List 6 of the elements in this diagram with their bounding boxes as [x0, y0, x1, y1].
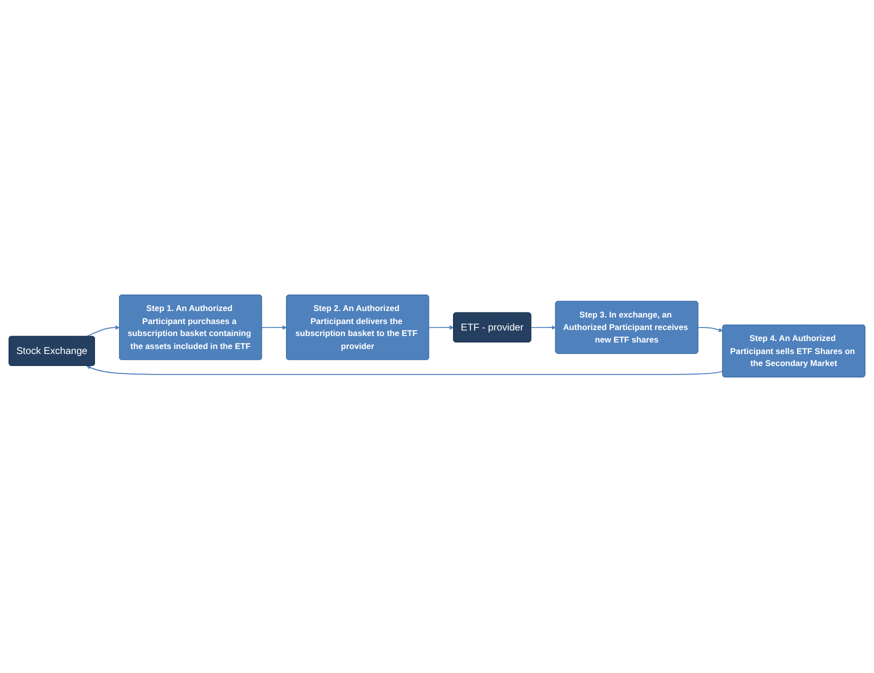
arrow — [428, 326, 454, 330]
arrow — [86, 366, 724, 376]
arrow — [262, 326, 287, 330]
arrow — [86, 326, 120, 338]
arrow — [698, 328, 723, 333]
arrow — [530, 326, 556, 330]
